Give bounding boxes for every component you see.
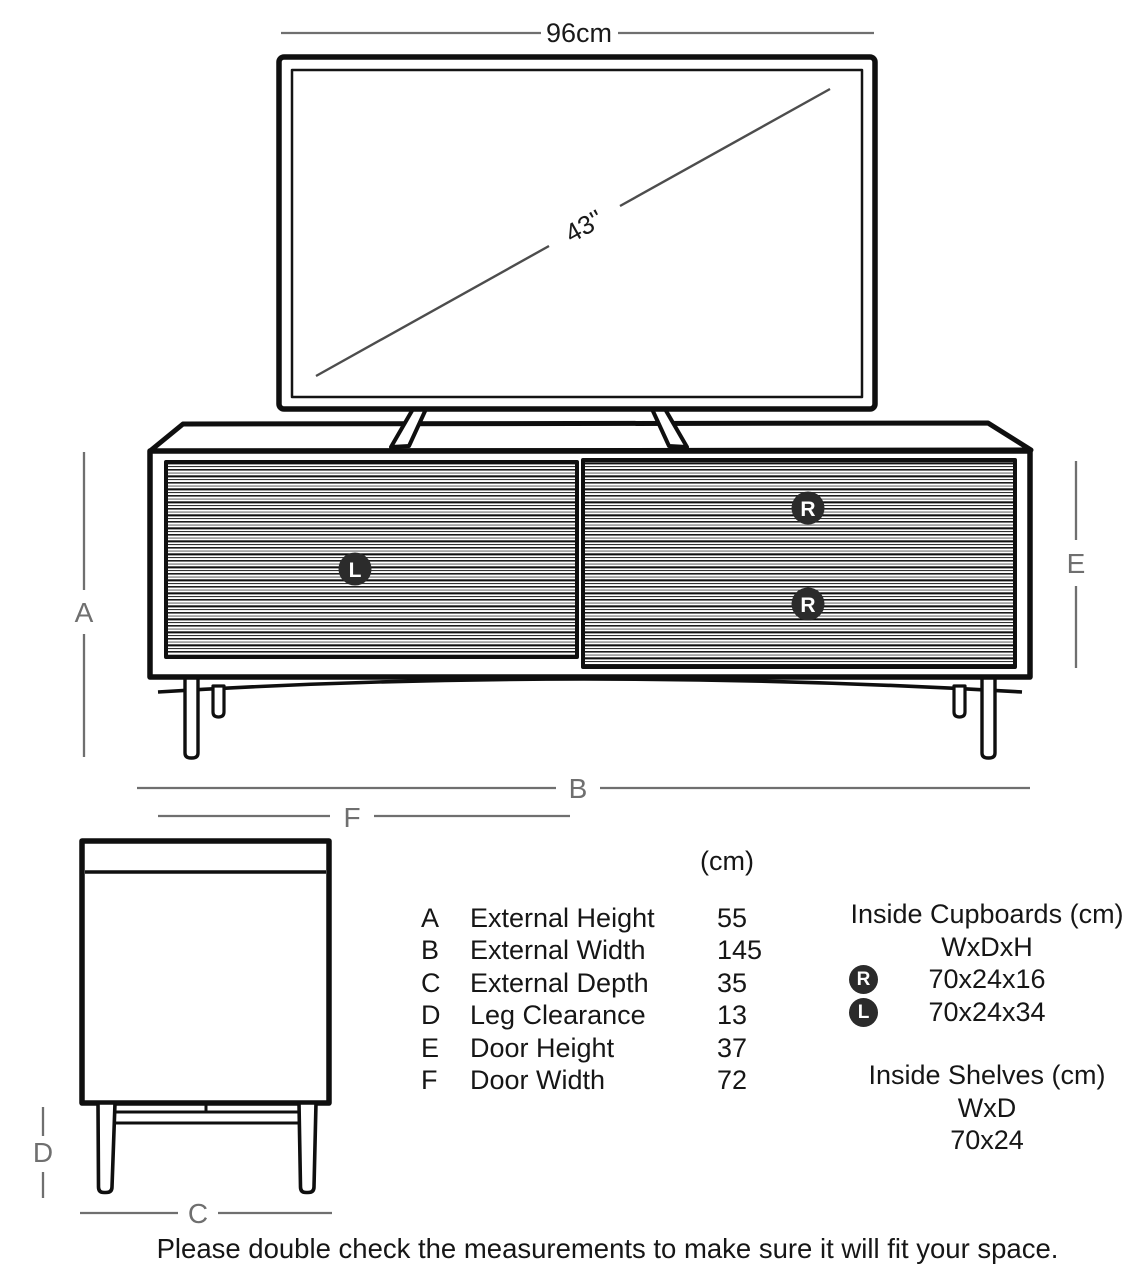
tv-diagonal-line-lower [315, 244, 550, 378]
left-cupboard-door [164, 460, 579, 659]
cupboard-badge-r: R [849, 965, 878, 994]
tv-stand-front-view: L R R [147, 420, 1034, 760]
dim-row-label: Leg Clearance [470, 1000, 646, 1031]
stand-side-view [79, 838, 332, 1195]
side-view-body [79, 838, 332, 1106]
dim-row-letter: D [421, 1000, 441, 1031]
dim-row-value: 72 [717, 1064, 748, 1095]
dim-row-value: 35 [717, 967, 748, 998]
dim-row-label: Door Height [470, 1032, 615, 1063]
dim-letter-c: C [188, 1198, 208, 1229]
dim-row-value: 55 [717, 903, 748, 933]
cupboard-size-l: 70x24x34 [928, 996, 1046, 1027]
dim-row-value: 145 [717, 935, 763, 966]
dimension-rows: A External Height 55 B External Width 14… [420, 902, 780, 1096]
tv: 43'' [276, 54, 878, 449]
cupboard-row-r: R 70x24x16 [820, 963, 1146, 996]
table-row: C External Depth 35 [420, 967, 780, 999]
table-row: B External Width 145 [420, 934, 780, 966]
stand-under-rail [157, 677, 1023, 694]
inside-shelves-format: WxD [957, 1092, 1017, 1123]
dim-letter-a: A [75, 597, 94, 628]
dim-row-value: 37 [717, 1032, 748, 1063]
stand-back-left-leg [211, 684, 226, 719]
side-view-right-leg [297, 1101, 318, 1195]
dim-letter-e: E [1067, 548, 1086, 579]
right-cupboard-front [581, 458, 1017, 669]
dim-row-label: External Height [470, 903, 655, 933]
dim-letter-b: B [569, 773, 588, 804]
right-bottom-badge-circle [791, 587, 825, 621]
tv-width-label: 96cm [546, 18, 612, 48]
unit-header: (cm) [700, 846, 754, 876]
inside-cupboards-format: WxDxH [941, 931, 1033, 962]
stand-top-surface [147, 420, 1034, 454]
side-view-stretcher [111, 1110, 303, 1125]
inside-shelves-size: 70x24 [950, 1125, 1024, 1155]
cupboard-badge-l: L [849, 997, 878, 1027]
dimension-letters: A B C D E F [33, 548, 1085, 1229]
stand-back-right-leg [952, 684, 967, 719]
inside-dimensions-block: Inside Cupboards (cm) WxDxH R 70x24x16 L… [820, 898, 1146, 1157]
inside-shelves-title: Inside Shelves (cm) [868, 1060, 1106, 1090]
dim-row-label: Door Width [470, 1064, 606, 1095]
dim-row-label: External Depth [470, 967, 649, 998]
stand-front-left-leg [183, 675, 200, 760]
dim-row-letter: E [421, 1032, 440, 1063]
tv-diagonal-line-upper [619, 87, 831, 208]
right-top-badge-letter: R [800, 498, 815, 521]
dim-row-value: 13 [717, 1000, 748, 1031]
side-view-left-leg [96, 1101, 117, 1195]
table-row: E Door Height 37 [420, 1032, 780, 1064]
left-door-badge-circle [338, 552, 372, 586]
dim-row-letter: C [421, 967, 441, 998]
dim-row-letter: B [421, 935, 440, 966]
right-top-badge-circle [791, 491, 825, 525]
inside-cupboards-title: Inside Cupboards (cm) [850, 899, 1124, 929]
left-door-badge-letter: L [349, 559, 362, 582]
cupboard-row-l: L 70x24x34 [820, 996, 1146, 1029]
measurement-disclaimer: Please double check the measurements to … [156, 1233, 1059, 1264]
cupboard-size-r: 70x24x16 [928, 964, 1046, 994]
dim-row-letter: A [421, 903, 440, 933]
dim-letter-d: D [33, 1137, 53, 1168]
dim-row-label: External Width [470, 935, 646, 966]
right-bottom-badge-letter: R [800, 594, 815, 617]
table-row: D Leg Clearance 13 [420, 999, 780, 1031]
table-row: F Door Width 72 [420, 1064, 780, 1096]
dim-letter-f: F [343, 802, 360, 833]
dim-row-letter: F [421, 1064, 438, 1095]
stand-front-right-leg [980, 675, 997, 760]
dimension-lines [41, 31, 1078, 1215]
table-row: A External Height 55 [420, 902, 780, 934]
